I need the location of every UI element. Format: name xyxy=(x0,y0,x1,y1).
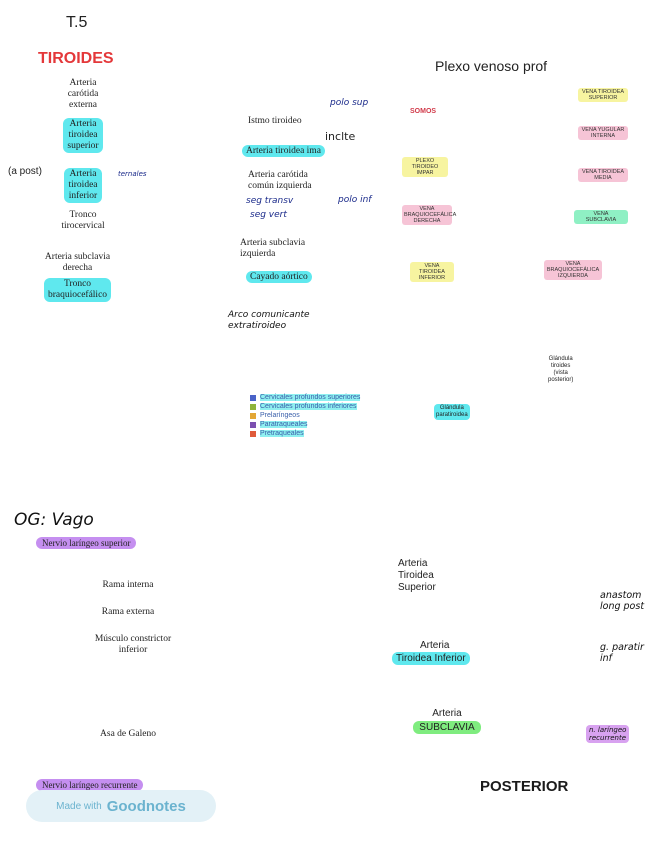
label-post-tiroidea-inferior-2: Tiroidea Inferior xyxy=(392,652,470,665)
label-subclavia-izquierda: Arteria subclavia izquierda xyxy=(240,238,306,259)
label-tiroidea-inferior: Arteria tiroidea inferior xyxy=(48,168,118,203)
legend-swatch xyxy=(250,421,256,428)
note-ternales: ternales xyxy=(118,170,147,178)
vagus-heading: OG: Vago xyxy=(14,510,94,530)
legend-item: Cervicales profundos inferiores xyxy=(250,403,385,410)
watermark-prefix: Made with xyxy=(56,800,102,812)
thyroid-title: TIROIDES xyxy=(38,50,114,67)
legend-item: Prelaríngeos xyxy=(250,412,385,419)
label-asa-galeno: Asa de Galeno xyxy=(100,729,156,739)
label-tiroidea-superior: Arteria tiroidea superior xyxy=(48,118,118,153)
venous-tag-6: VENA TIROIDEA INFERIOR xyxy=(410,262,454,282)
label-post-tiroidea-inferior-1: Arteria xyxy=(420,640,450,651)
legend-swatch xyxy=(250,403,256,410)
note-anastom: anastom long post xyxy=(600,590,645,612)
page-number: T.5 xyxy=(66,14,88,31)
label-musculo-constrictor: Músculo constrictor inferior xyxy=(94,634,172,655)
label-rama-externa: Rama externa xyxy=(101,607,155,617)
label-cayado: Cayado aórtico xyxy=(246,271,312,283)
lymph-legend: Cervicales profundos superiores Cervical… xyxy=(250,394,385,437)
label-post-subclavia-1: Arteria xyxy=(432,708,462,719)
label-tronco-tirocervical: Tronco tirocervical xyxy=(61,210,105,231)
note-paratir: g. paratir inf xyxy=(600,642,644,664)
label-carotida-externa: Arteria carótida externa xyxy=(67,78,99,110)
label-tronco-braquiocefalico: Tronco braquiocefálico xyxy=(30,278,125,302)
posterior-title: POSTERIOR xyxy=(480,778,569,795)
note-inclte: inclte xyxy=(325,130,356,143)
label-a-post: (a post) xyxy=(8,166,42,177)
legend-swatch xyxy=(250,394,256,401)
label-subclavia-derecha: Arteria subclavia derecha xyxy=(44,252,111,273)
label-rama-interna: Rama interna xyxy=(102,580,154,590)
label-nervio-laringeo-recurrente: Nervio laríngeo recurrente xyxy=(36,779,144,791)
legend-swatch xyxy=(250,412,256,419)
venous-title: Plexo venoso prof xyxy=(435,58,548,74)
label-carotida-comun: Arteria carótida común izquierda xyxy=(248,170,312,191)
venous-tag-4: VENA BRAQUIOCEFÁLICA DERECHA xyxy=(402,205,457,225)
note-seg-vert: seg vert xyxy=(250,210,287,220)
note-n-laringeo: n. laríngeo recurrente xyxy=(586,725,630,743)
label-istmo: Istmo tiroideo xyxy=(248,116,302,126)
note-seg-transv: seg transv xyxy=(246,196,294,206)
label-post-subclavia-2: SUBCLAVIA xyxy=(402,721,492,734)
legend-swatch xyxy=(250,430,256,437)
venous-tag-5: VENA SUBCLAVIA xyxy=(574,210,628,224)
watermark-brand: Goodnotes xyxy=(106,797,186,815)
venous-brand: SOMOS xyxy=(410,108,437,115)
venous-tag-2: VENA TIROIDEA MEDIA xyxy=(578,168,628,182)
note-polo-sup: polo sup xyxy=(330,98,369,108)
venous-tag-7: VENA BRAQUIOCEFÁLICA IZQUIERDA xyxy=(544,260,602,280)
venous-tag-1: VENA YUGULAR INTERNA xyxy=(578,126,628,140)
venous-tag-0: VENA TIROIDEA SUPERIOR xyxy=(578,88,628,102)
label-glandula-tiroides: Glándula tiroides (vista posterior) xyxy=(548,356,574,383)
note-arco: Arco comunicante extratiroideo xyxy=(228,310,310,331)
legend-item: Cervicales profundos superiores xyxy=(250,394,385,401)
label-nervio-laringeo-superior: Nervio laríngeo superior xyxy=(36,537,137,549)
note-polo-inf: polo inf xyxy=(338,195,372,205)
label-tiroidea-ima: Arteria tiroidea ima xyxy=(242,145,325,157)
venous-tag-3: PLEXO TIROIDEO IMPAR xyxy=(402,157,448,177)
legend-item: Paratraqueales xyxy=(250,421,385,428)
legend-item: Pretraqueales xyxy=(250,430,385,437)
label-glandula-paratiroides: Glándula paratiroidea xyxy=(434,404,470,420)
label-post-tiroidea-superior: Arteria Tiroidea Superior xyxy=(398,558,436,593)
goodnotes-watermark: Made with Goodnotes xyxy=(26,790,216,822)
